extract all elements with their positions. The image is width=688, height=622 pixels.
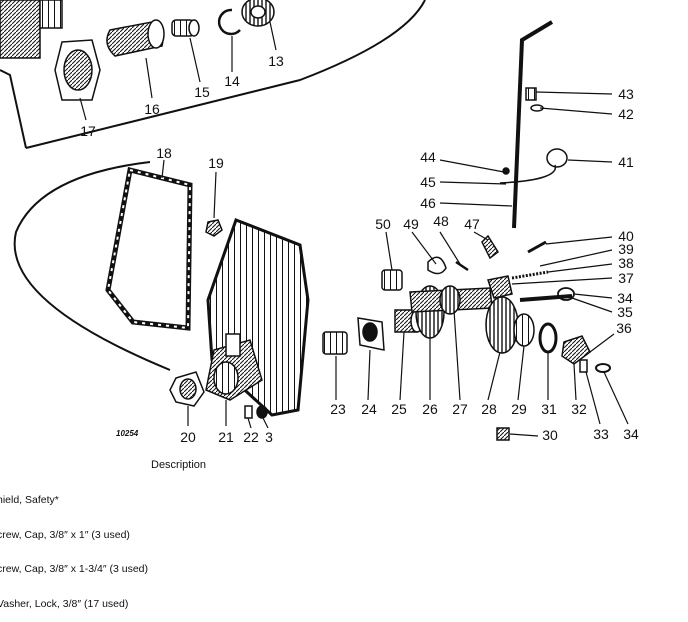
part-3-washer — [256, 405, 268, 419]
callout-46: 46 — [420, 195, 436, 211]
part-15-bushing — [171, 19, 200, 37]
main-assembly — [105, 166, 310, 419]
part-21-bearing-cage — [205, 333, 263, 401]
part-47-fork — [481, 234, 500, 260]
inset-parts — [0, 0, 275, 101]
callout-41: 41 — [618, 154, 634, 170]
callout-13: 13 — [268, 53, 284, 69]
callout-32: 32 — [571, 401, 587, 417]
callout-42: 42 — [618, 106, 634, 122]
part-40-pin — [527, 240, 547, 254]
inset-panel — [0, 0, 426, 371]
part-50-bushing — [381, 269, 403, 291]
part-13-gear — [241, 0, 275, 27]
callout-49: 49 — [403, 216, 419, 232]
shift-lever-assembly — [427, 20, 575, 302]
part-22-screw — [244, 405, 253, 419]
callout-28: 28 — [481, 401, 497, 417]
callout-14: 14 — [224, 73, 240, 89]
part-43-spring — [525, 87, 537, 101]
part-30-plug — [496, 427, 510, 441]
part-17-plate — [54, 39, 101, 101]
callout-40: 40 — [618, 228, 634, 244]
callout-26: 26 — [422, 401, 438, 417]
parts-description-list: hield, Safety* crew, Cap, 3/8″ x 1″ (3 u… — [0, 472, 148, 622]
part-35-rod — [519, 294, 573, 302]
part-46-lever — [512, 20, 554, 229]
callout-38: 38 — [618, 255, 634, 271]
part-16-sleeve — [106, 19, 165, 57]
callout-15: 15 — [194, 84, 210, 100]
callout-30: 30 — [542, 427, 558, 443]
gear-train — [322, 20, 611, 441]
callout-29: 29 — [511, 401, 527, 417]
callout-34-lower: 34 — [623, 426, 639, 442]
part-19-nut — [205, 219, 223, 237]
exploded-parts-diagram: 13 14 15 16 17 18 19 20 21 22 3 23 24 25… — [0, 0, 639, 445]
callout-45: 45 — [420, 174, 436, 190]
part-24-collar — [357, 317, 385, 351]
callout-27: 27 — [452, 401, 468, 417]
callout-47: 47 — [464, 216, 480, 232]
part-28-gear — [485, 296, 519, 354]
callout-33: 33 — [593, 426, 609, 442]
callout-35: 35 — [617, 304, 633, 320]
description-line: Vasher, Lock, 3/8″ (17 used) — [0, 597, 129, 610]
part-44-pin — [502, 167, 510, 175]
part-27-shaft — [409, 285, 493, 315]
callout-16: 16 — [144, 101, 160, 117]
callout-31: 31 — [541, 401, 557, 417]
part-45-rod — [499, 164, 557, 184]
description-line: crew, Cap, 3/8″ x 1″ (3 used) — [0, 528, 130, 541]
part-29-bearing — [513, 313, 535, 347]
callout-48: 48 — [433, 213, 449, 229]
callout-21: 21 — [218, 429, 234, 445]
part-31-ring — [538, 322, 558, 354]
description-header: Description — [151, 459, 207, 471]
callout-37: 37 — [618, 270, 634, 286]
callout-50: 50 — [375, 216, 391, 232]
callout-44: 44 — [420, 149, 436, 165]
part-38-spring — [511, 270, 549, 280]
part-48-pin — [455, 260, 469, 272]
description-line: crew, Cap, 3/8″ x 1-3/4″ (3 used) — [0, 563, 149, 575]
figure-reference-number: 10254 — [116, 429, 139, 438]
part-32-cover — [561, 335, 591, 365]
part-20-cover — [169, 371, 205, 407]
part-34-ring-lower — [595, 363, 611, 373]
callout-23: 23 — [330, 401, 346, 417]
callout-3: 3 — [265, 429, 273, 445]
callout-36: 36 — [616, 320, 632, 336]
callout-39: 39 — [618, 241, 634, 257]
callout-18: 18 — [156, 145, 172, 161]
description-line: hield, Safety* — [0, 494, 59, 506]
part-49-spring — [427, 256, 447, 275]
callout-22: 22 — [243, 429, 259, 445]
callouts: 13 14 15 16 17 18 19 20 21 22 3 23 24 25… — [80, 53, 639, 445]
part-41-ring — [546, 148, 568, 168]
callout-19: 19 — [208, 155, 224, 171]
callout-24: 24 — [361, 401, 377, 417]
callout-20: 20 — [180, 429, 196, 445]
callout-43: 43 — [618, 86, 634, 102]
leader-lines — [79, 21, 629, 437]
callout-25: 25 — [391, 401, 407, 417]
callout-17: 17 — [80, 123, 96, 139]
part-23-bushing — [322, 331, 348, 355]
callout-34-upper: 34 — [617, 290, 633, 306]
part-18-gasket — [105, 166, 193, 331]
part-37-fork — [487, 275, 513, 299]
part-14-ring — [217, 8, 241, 36]
part-33-screw — [579, 359, 588, 373]
